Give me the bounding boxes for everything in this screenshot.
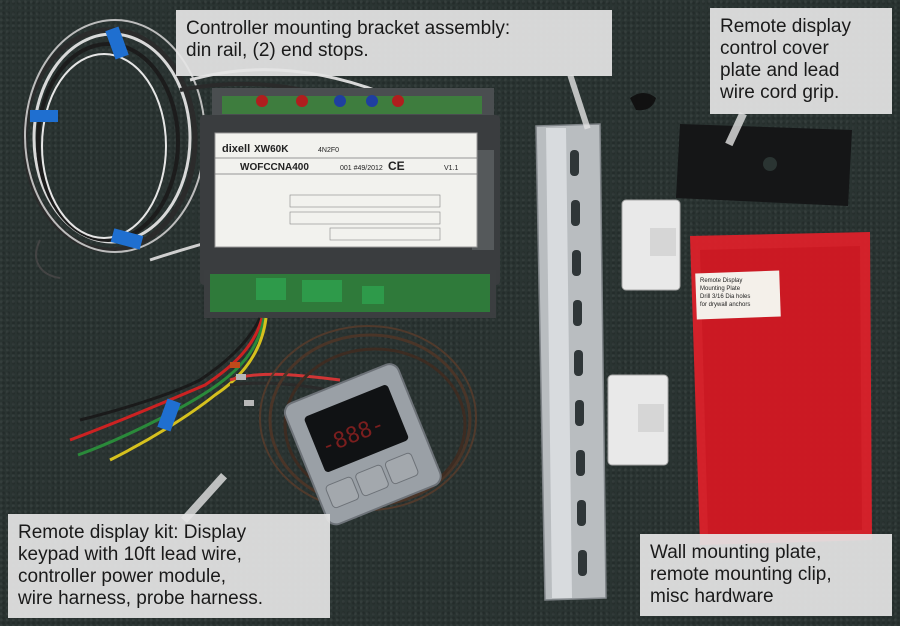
controller-version: V1.1 <box>444 165 459 172</box>
din-end-stop <box>621 199 681 291</box>
din-rail <box>535 123 607 601</box>
controller-brand: dixell <box>222 143 250 155</box>
svg-text:CE: CE <box>388 159 405 173</box>
cover-plate <box>676 124 852 206</box>
controller-lot: 001 #49/2012 <box>340 165 383 172</box>
controller-model: XW60K <box>254 144 289 155</box>
callout-remote-cover: Remote display control cover plate and l… <box>710 8 892 114</box>
callout-bracket-assembly: Controller mounting bracket assembly: di… <box>176 10 612 76</box>
probe-connectors <box>230 362 254 406</box>
callout-display-kit: Remote display kit: Display keypad with … <box>8 514 330 618</box>
callout-wall-plate: Wall mounting plate, remote mounting cli… <box>640 534 892 616</box>
controller-code: 4N2F0 <box>318 147 339 154</box>
cable-tie-blue <box>30 26 144 250</box>
cord-grip <box>630 93 656 111</box>
cable-tie-blue <box>157 398 181 432</box>
din-end-stop <box>607 374 669 466</box>
red-hardware-bag <box>690 232 872 545</box>
controller-unit: CE <box>200 88 500 318</box>
remote-display-keypad: -888- <box>283 363 442 526</box>
controller-part-number: WOFCCNA400 <box>240 162 309 173</box>
